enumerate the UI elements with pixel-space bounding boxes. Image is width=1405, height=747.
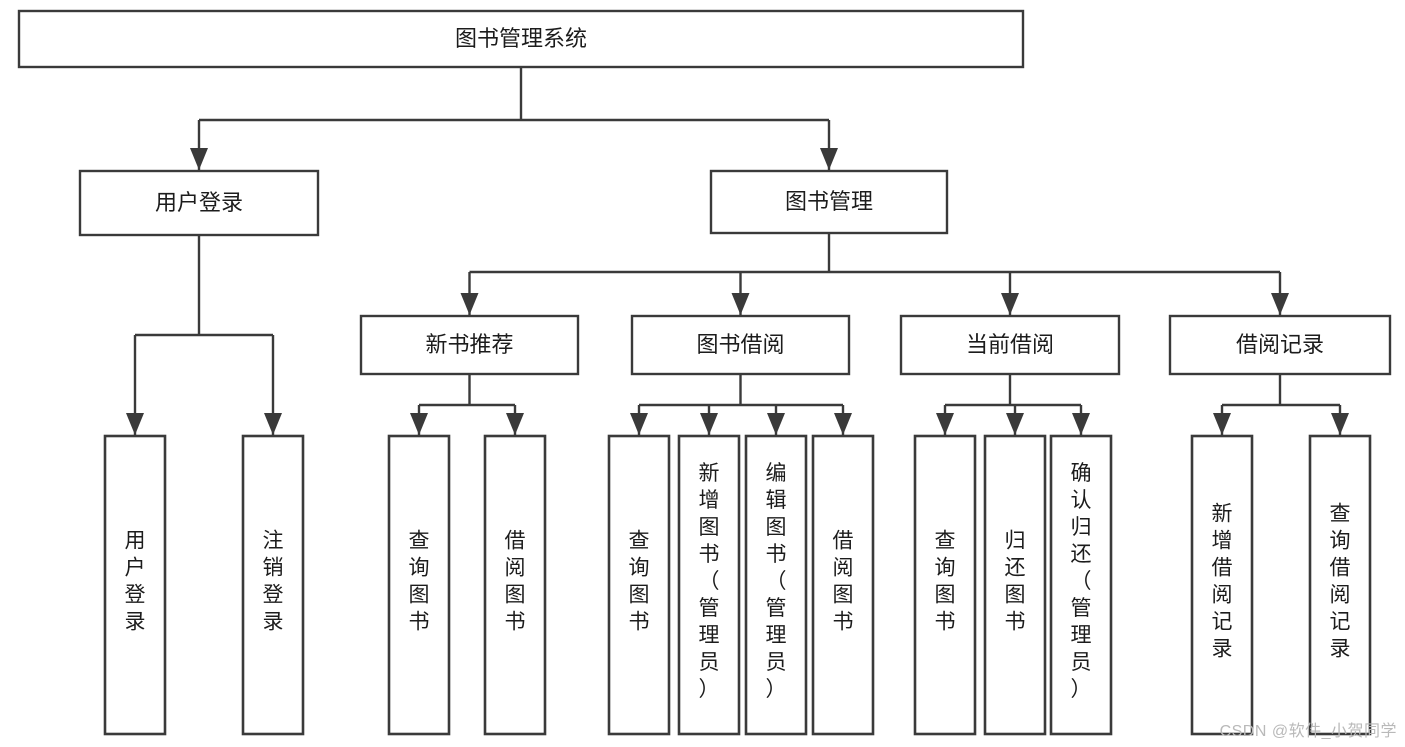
node-user-login[interactable]: 用户登录 (78, 169, 320, 237)
node-box-bb-borrow-book (811, 434, 875, 736)
node-box-user-login (78, 169, 320, 237)
node-label-cb-query-book: 查询图书 (935, 530, 956, 634)
node-borrow-record[interactable]: 借阅记录 (1168, 314, 1392, 376)
node-box-current-borrow (899, 314, 1121, 376)
node-current-borrow[interactable]: 当前借阅 (899, 314, 1121, 376)
node-box-book-borrow (630, 314, 851, 376)
node-box-user-login-leaf (103, 434, 167, 736)
node-label-bb-borrow-book: 借阅图书 (833, 530, 854, 634)
node-new-book-recommend[interactable]: 新书推荐 (359, 314, 580, 376)
arrow-head-icon-book-borrow-0 (630, 413, 648, 435)
node-br-query-record[interactable]: 查询借阅记录 (1308, 434, 1372, 736)
arrow-head-icon-book-manage-3 (1271, 293, 1289, 315)
arrow-head-icon-book-borrow-2 (767, 413, 785, 435)
arrow-head-icon-book-borrow-1 (700, 413, 718, 435)
node-user-login-leaf[interactable]: 用户登录 (103, 434, 167, 736)
node-box-cb-return-book (983, 434, 1047, 736)
node-root[interactable]: 图书管理系统 (17, 9, 1025, 69)
node-box-bb-query-book (607, 434, 671, 736)
arrow-head-icon-borrow-record-1 (1331, 413, 1349, 435)
node-bb-add-book[interactable]: 新增图书（管理员） (677, 434, 741, 736)
arrow-head-icon-user-login-1 (264, 413, 282, 435)
arrow-head-icon-book-manage-2 (1001, 293, 1019, 315)
node-cb-query-book[interactable]: 查询图书 (913, 434, 977, 736)
node-box-user-logout-leaf (241, 434, 305, 736)
node-label-nbr-borrow-book: 借阅图书 (505, 530, 526, 634)
node-box-br-add-record (1190, 434, 1254, 736)
node-layer: 图书管理系统用户登录图书管理用户登录注销登录新书推荐查询图书借阅图书图书借阅查询… (17, 9, 1392, 736)
node-label-user-login: 用户登录 (155, 190, 243, 215)
node-box-bb-add-book (677, 434, 741, 736)
node-box-new-book-recommend (359, 314, 580, 376)
node-user-logout-leaf[interactable]: 注销登录 (241, 434, 305, 736)
node-box-cb-confirm-return (1049, 434, 1113, 736)
arrow-head-icon-current-borrow-2 (1072, 413, 1090, 435)
node-bb-query-book[interactable]: 查询图书 (607, 434, 671, 736)
node-box-br-query-record (1308, 434, 1372, 736)
node-book-manage[interactable]: 图书管理 (709, 169, 949, 235)
node-label-br-query-record: 查询借阅记录 (1330, 503, 1351, 661)
node-label-new-book-recommend: 新书推荐 (425, 332, 513, 357)
node-nbr-query-book[interactable]: 查询图书 (387, 434, 451, 736)
node-cb-return-book[interactable]: 归还图书 (983, 434, 1047, 736)
node-br-add-record[interactable]: 新增借阅记录 (1190, 434, 1254, 736)
node-label-cb-confirm-return: 确认归还（管理员） (1071, 462, 1092, 701)
arrow-head-icon-book-borrow-3 (834, 413, 852, 435)
arrow-head-icon-new-book-recommend-1 (506, 413, 524, 435)
csdn-watermark: CSDN @软件_小贺同学 (1219, 723, 1397, 740)
node-label-root: 图书管理系统 (455, 26, 587, 51)
node-label-bb-query-book: 查询图书 (629, 530, 650, 634)
node-book-borrow[interactable]: 图书借阅 (630, 314, 851, 376)
node-box-root (17, 9, 1025, 69)
node-label-user-logout-leaf: 注销登录 (263, 530, 284, 634)
node-box-bb-edit-book (744, 434, 808, 736)
node-label-nbr-query-book: 查询图书 (409, 530, 430, 634)
arrow-head-icon-current-borrow-0 (936, 413, 954, 435)
node-box-nbr-borrow-book (483, 434, 547, 736)
node-label-br-add-record: 新增借阅记录 (1212, 503, 1233, 661)
node-label-book-manage: 图书管理 (785, 189, 873, 214)
node-box-book-manage (709, 169, 949, 235)
node-label-borrow-record: 借阅记录 (1236, 332, 1324, 357)
arrow-head-icon-user-login-0 (126, 413, 144, 435)
node-box-cb-query-book (913, 434, 977, 736)
node-label-user-login-leaf: 用户登录 (125, 530, 146, 634)
arrow-head-icon-book-manage-0 (460, 293, 479, 315)
node-label-book-borrow: 图书借阅 (696, 332, 784, 357)
node-bb-edit-book[interactable]: 编辑图书（管理员） (744, 434, 808, 736)
node-box-borrow-record (1168, 314, 1392, 376)
node-cb-confirm-return[interactable]: 确认归还（管理员） (1049, 434, 1113, 736)
node-label-current-borrow: 当前借阅 (966, 332, 1054, 357)
node-label-bb-add-book: 新增图书（管理员） (699, 462, 720, 701)
node-box-nbr-query-book (387, 434, 451, 736)
arrow-head-icon-borrow-record-0 (1213, 413, 1231, 435)
node-label-bb-edit-book: 编辑图书（管理员） (766, 462, 787, 701)
arrow-head-icon-root-1 (820, 148, 838, 170)
node-label-cb-return-book: 归还图书 (1005, 530, 1026, 634)
arrow-head-icon-root-0 (190, 148, 208, 170)
node-bb-borrow-book[interactable]: 借阅图书 (811, 434, 875, 736)
arrow-head-icon-current-borrow-1 (1006, 413, 1024, 435)
arrow-head-icon-new-book-recommend-0 (410, 413, 428, 435)
node-nbr-borrow-book[interactable]: 借阅图书 (483, 434, 547, 736)
arrow-head-icon-book-manage-1 (731, 293, 750, 315)
connector-layer (126, 67, 1349, 435)
